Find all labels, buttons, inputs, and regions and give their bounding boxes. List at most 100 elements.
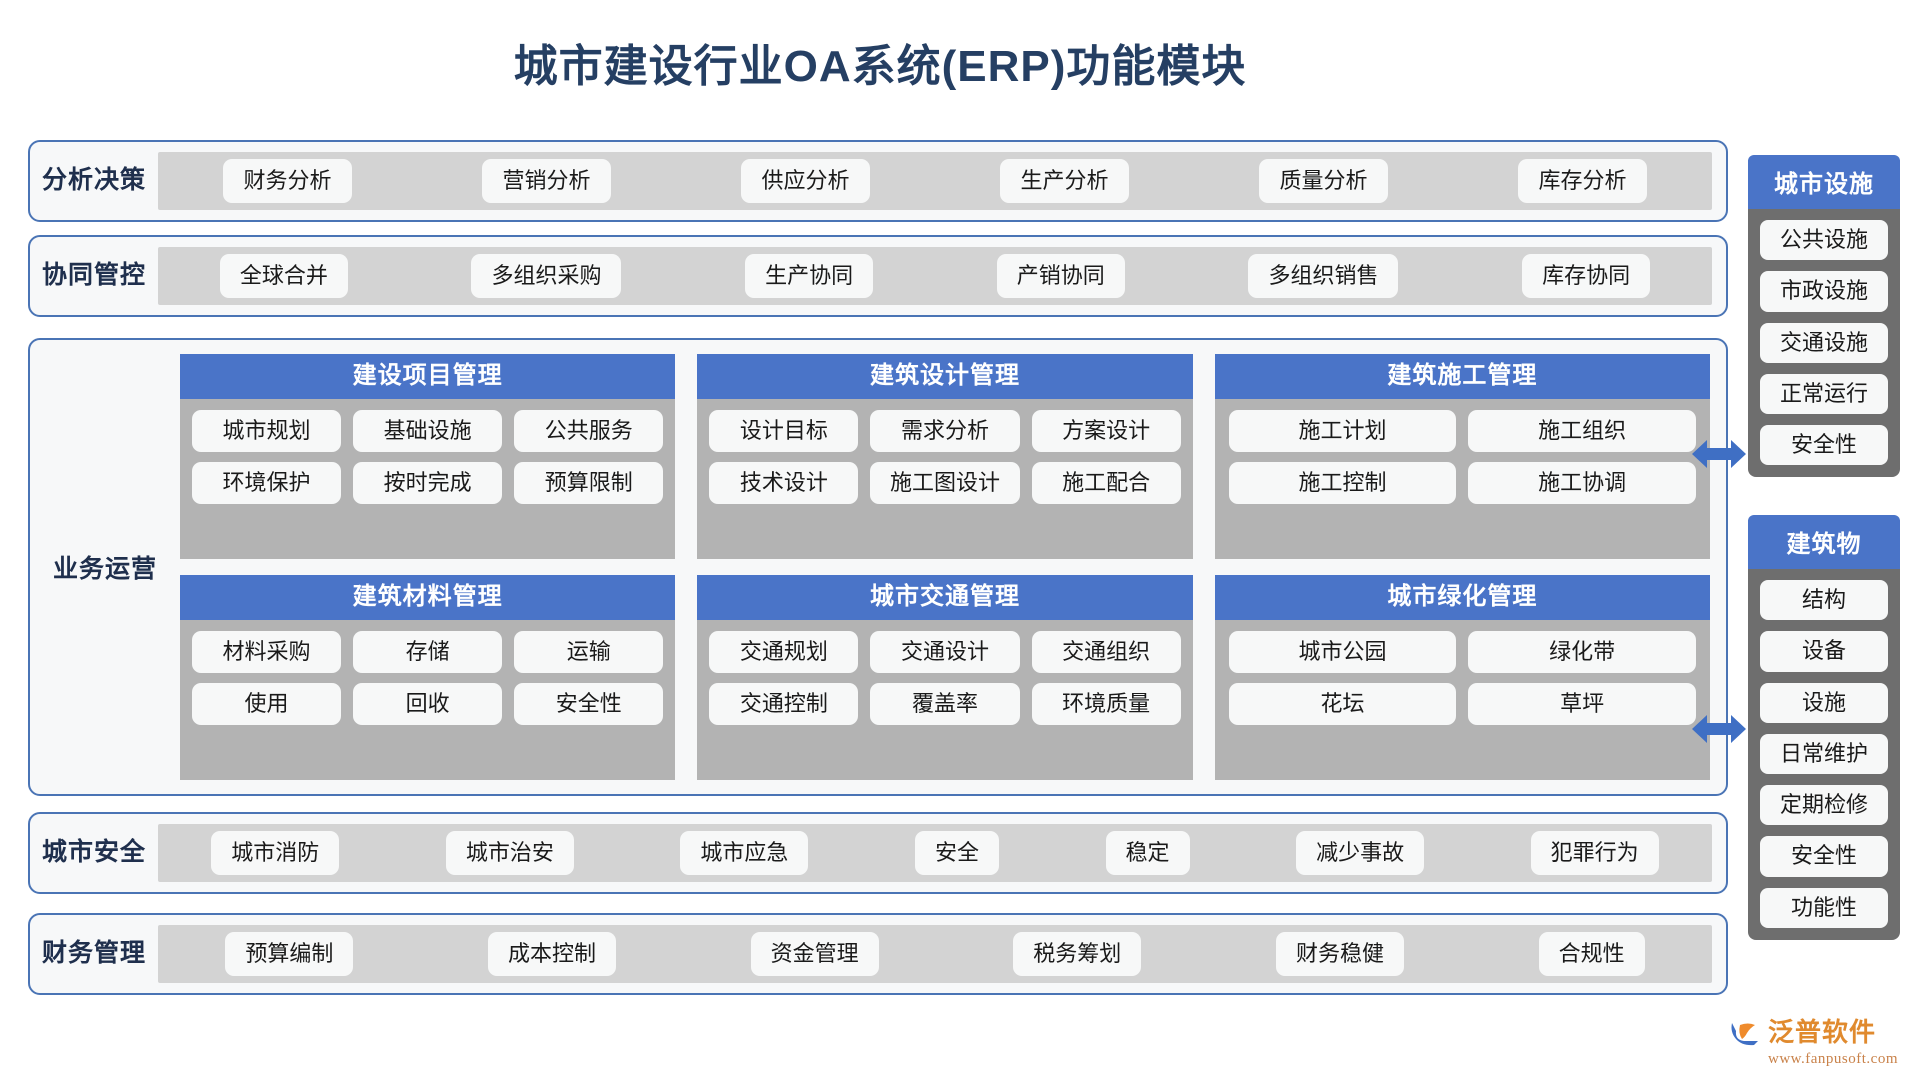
module-row-1-1: 技术设计施工图设计施工配合 [709, 461, 1181, 505]
side-chip-1-4[interactable]: 定期检修 [1760, 785, 1888, 826]
module-chip-3-1-2[interactable]: 安全性 [514, 682, 664, 726]
module-chip-4-0-1[interactable]: 交通设计 [870, 630, 1020, 673]
module-row-4-0: 交通规划交通设计交通组织 [709, 630, 1181, 673]
chip-analysis-0[interactable]: 财务分析 [223, 158, 352, 204]
module-3: 建筑材料管理材料采购存储运输使用回收安全性 [180, 575, 676, 780]
module-chip-5-0-0[interactable]: 城市公园 [1228, 630, 1457, 673]
chip-safety-2[interactable]: 城市应急 [680, 830, 809, 876]
module-chip-1-1-2[interactable]: 施工配合 [1031, 461, 1181, 505]
side-chip-0-3[interactable]: 正常运行 [1760, 373, 1888, 415]
module-chip-5-0-1[interactable]: 绿化带 [1468, 630, 1696, 673]
module-chip-0-0-0[interactable]: 城市规划 [192, 409, 342, 452]
module-chip-2-0-1[interactable]: 施工组织 [1468, 409, 1696, 452]
chip-collaboration-3[interactable]: 产销协同 [996, 253, 1125, 299]
chip-finance-4[interactable]: 财务稳健 [1275, 931, 1404, 977]
chip-collaboration-1[interactable]: 多组织采购 [471, 253, 622, 299]
module-chip-1-1-1[interactable]: 施工图设计 [870, 461, 1020, 505]
side-chip-1-6[interactable]: 功能性 [1760, 887, 1888, 929]
chip-safety-6[interactable]: 犯罪行为 [1530, 830, 1659, 876]
side-chip-1-2[interactable]: 设施 [1760, 682, 1888, 723]
row-label-finance: 财务管理 [41, 939, 146, 968]
module-1: 建筑设计管理设计目标需求分析方案设计技术设计施工图设计施工配合 [697, 354, 1193, 559]
side-panel-title-buildings: 建筑物 [1748, 515, 1900, 569]
module-chip-4-0-2[interactable]: 交通组织 [1031, 630, 1181, 673]
module-chip-4-1-0[interactable]: 交通控制 [709, 682, 859, 726]
module-chip-2-1-1[interactable]: 施工协调 [1468, 461, 1696, 505]
row-analysis-decision: 分析决策 财务分析营销分析供应分析生产分析质量分析库存分析 [28, 140, 1728, 222]
side-panel-title-city-facilities: 城市设施 [1748, 155, 1900, 209]
chip-finance-3[interactable]: 税务筹划 [1013, 931, 1142, 977]
module-chip-2-0-0[interactable]: 施工计划 [1228, 409, 1457, 452]
module-chip-1-0-2[interactable]: 方案设计 [1031, 409, 1181, 452]
chip-safety-4[interactable]: 稳定 [1105, 830, 1190, 876]
module-row-3-1: 使用回收安全性 [192, 682, 664, 726]
module-body-2: 施工计划施工组织施工控制施工协调 [1214, 398, 1710, 559]
module-chip-5-1-0[interactable]: 花坛 [1228, 682, 1457, 726]
module-chip-0-0-1[interactable]: 基础设施 [353, 409, 503, 452]
side-chip-0-1[interactable]: 市政设施 [1760, 271, 1888, 312]
chip-finance-5[interactable]: 合规性 [1538, 931, 1645, 977]
module-row-5-1: 花坛草坪 [1228, 682, 1696, 726]
row-strip-collaboration: 全球合并 多组织采购 生产协同 产销协同 多组织销售 库存协同 [158, 247, 1712, 305]
module-row-0-0: 城市规划基础设施公共服务 [192, 409, 664, 452]
module-chip-3-0-1[interactable]: 存储 [353, 630, 503, 673]
module-chip-5-1-1[interactable]: 草坪 [1468, 682, 1696, 726]
module-chip-0-1-0[interactable]: 环境保护 [192, 461, 342, 505]
module-chip-4-0-0[interactable]: 交通规划 [709, 630, 859, 673]
chip-finance-0[interactable]: 预算编制 [225, 931, 354, 977]
side-chip-0-0[interactable]: 公共设施 [1760, 220, 1888, 261]
module-body-0: 城市规划基础设施公共服务环境保护按时完成预算限制 [180, 398, 676, 559]
chip-analysis-5[interactable]: 库存分析 [1518, 158, 1647, 204]
side-chip-0-2[interactable]: 交通设施 [1760, 322, 1888, 363]
side-chip-0-4[interactable]: 安全性 [1760, 425, 1888, 466]
module-chip-1-0-1[interactable]: 需求分析 [870, 409, 1020, 452]
module-5: 城市绿化管理城市公园绿化带花坛草坪 [1214, 575, 1710, 780]
row-label-collaboration: 协同管控 [41, 261, 146, 290]
module-chip-3-1-0[interactable]: 使用 [192, 682, 342, 726]
row-city-safety: 城市安全 城市消防 城市治安 城市应急 安全 稳定 减少事故 犯罪行为 [28, 812, 1728, 894]
chip-collaboration-5[interactable]: 库存协同 [1522, 253, 1651, 299]
chip-safety-0[interactable]: 城市消防 [211, 830, 340, 876]
chip-finance-2[interactable]: 资金管理 [750, 931, 879, 977]
module-chip-0-1-1[interactable]: 按时完成 [353, 461, 503, 505]
side-chip-1-3[interactable]: 日常维护 [1760, 733, 1888, 775]
side-chip-1-1[interactable]: 设备 [1760, 631, 1888, 672]
module-row-2-0: 施工计划施工组织 [1228, 409, 1696, 452]
module-chip-0-0-2[interactable]: 公共服务 [514, 409, 664, 452]
module-chip-4-1-2[interactable]: 环境质量 [1031, 682, 1181, 726]
chip-finance-1[interactable]: 成本控制 [487, 931, 616, 977]
module-chip-4-1-1[interactable]: 覆盖率 [870, 682, 1020, 726]
chip-analysis-4[interactable]: 质量分析 [1259, 158, 1388, 204]
module-chip-0-1-2[interactable]: 预算限制 [514, 461, 664, 505]
side-panel-city-facilities: 城市设施 公共设施市政设施交通设施正常运行安全性 [1748, 155, 1900, 478]
module-chip-3-0-2[interactable]: 运输 [514, 630, 664, 673]
chip-safety-3[interactable]: 安全 [914, 830, 999, 876]
module-title-2: 建筑施工管理 [1214, 354, 1710, 399]
module-chip-2-1-0[interactable]: 施工控制 [1228, 461, 1457, 505]
module-chip-1-0-0[interactable]: 设计目标 [709, 409, 859, 452]
chip-collaboration-2[interactable]: 生产协同 [745, 253, 874, 299]
module-row-3-0: 材料采购存储运输 [192, 630, 664, 673]
chip-safety-1[interactable]: 城市治安 [445, 830, 574, 876]
module-chip-3-0-0[interactable]: 材料采购 [192, 630, 342, 673]
section-business-operations: 业务运营 建设项目管理城市规划基础设施公共服务环境保护按时完成预算限制建筑设计管… [28, 338, 1728, 796]
chip-collaboration-4[interactable]: 多组织销售 [1248, 253, 1399, 299]
side-chip-1-0[interactable]: 结构 [1760, 580, 1888, 621]
chip-collaboration-0[interactable]: 全球合并 [219, 253, 348, 299]
brand-logo: 泛普软件 www.fanpusoft.com [1728, 1015, 1898, 1068]
module-body-5: 城市公园绿化带花坛草坪 [1214, 619, 1710, 780]
module-chip-3-1-1[interactable]: 回收 [353, 682, 503, 726]
brand-name: 泛普软件 [1767, 1017, 1876, 1047]
chip-analysis-3[interactable]: 生产分析 [1000, 158, 1129, 204]
module-0: 建设项目管理城市规划基础设施公共服务环境保护按时完成预算限制 [180, 354, 676, 559]
chip-safety-5[interactable]: 减少事故 [1296, 830, 1425, 876]
module-chip-1-1-0[interactable]: 技术设计 [709, 461, 859, 505]
side-chip-1-5[interactable]: 安全性 [1760, 836, 1888, 877]
row-label-safety: 城市安全 [41, 838, 146, 867]
chip-analysis-2[interactable]: 供应分析 [741, 158, 870, 204]
brand-logo-line: 泛普软件 [1728, 1015, 1876, 1049]
fanpu-logo-icon [1731, 1023, 1758, 1046]
brand-url: www.fanpusoft.com [1767, 1051, 1898, 1067]
chip-analysis-1[interactable]: 营销分析 [482, 158, 611, 204]
